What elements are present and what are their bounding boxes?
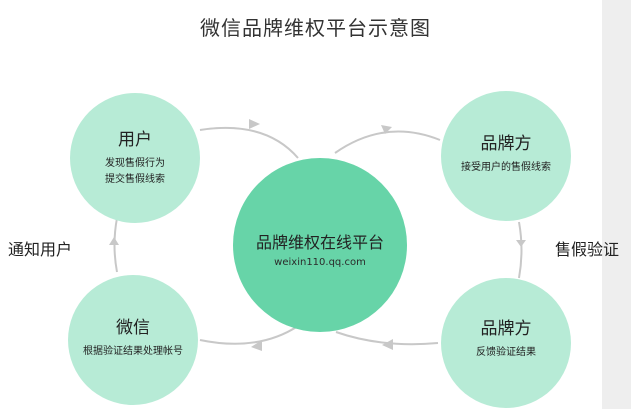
node-brand-top-title: 品牌方	[480, 134, 532, 154]
arrow-brand-bottom-to-center	[382, 339, 393, 350]
node-wechat-line-1: 根据验证结果处理帐号	[83, 346, 183, 357]
node-brand-top: 品牌方 接受用户的售假线索	[441, 91, 571, 221]
arrow-center-to-wechat	[251, 340, 262, 351]
arrow-user-to-center	[249, 119, 260, 129]
node-brand-top-line-1: 接受用户的售假线索	[461, 162, 551, 173]
arrow-brand-top-to-brand-bottom	[516, 240, 526, 247]
label-fake-verification: 售假验证	[555, 240, 620, 259]
right-edge-shade	[602, 0, 631, 409]
center-title: 品牌维权在线平台	[255, 233, 384, 252]
node-brand-bottom-line-1: 反馈验证结果	[476, 347, 536, 358]
arrow-center-to-brand-top	[381, 125, 392, 134]
node-user-title: 用户	[118, 130, 152, 150]
node-brand-bottom: 品牌方 反馈验证结果	[441, 278, 571, 408]
node-user: 用户 发现售假行为 提交售假线索	[70, 93, 200, 223]
node-wechat: 微信 根据验证结果处理帐号	[68, 275, 198, 405]
node-user-line-2: 提交售假线索	[105, 174, 165, 185]
label-notify-user: 通知用户	[8, 240, 73, 259]
node-user-line-1: 发现售假行为	[105, 158, 165, 169]
arrow-wechat-to-user	[109, 237, 119, 245]
node-wechat-title: 微信	[116, 318, 150, 338]
connector-brand-top-to-brand-bottom	[518, 221, 523, 279]
connector-center-to-brand-top	[334, 130, 441, 154]
node-brand-bottom-title: 品牌方	[480, 319, 532, 339]
node-center-platform: 品牌维权在线平台 weixin110.qq.com	[233, 158, 407, 332]
connector-center-to-wechat	[199, 325, 299, 345]
center-url: weixin110.qq.com	[274, 257, 366, 268]
diagram-title: 微信品牌维权平台示意图	[200, 16, 431, 40]
connector-brand-bottom-to-center	[335, 331, 439, 346]
connector-user-to-center	[199, 126, 299, 159]
